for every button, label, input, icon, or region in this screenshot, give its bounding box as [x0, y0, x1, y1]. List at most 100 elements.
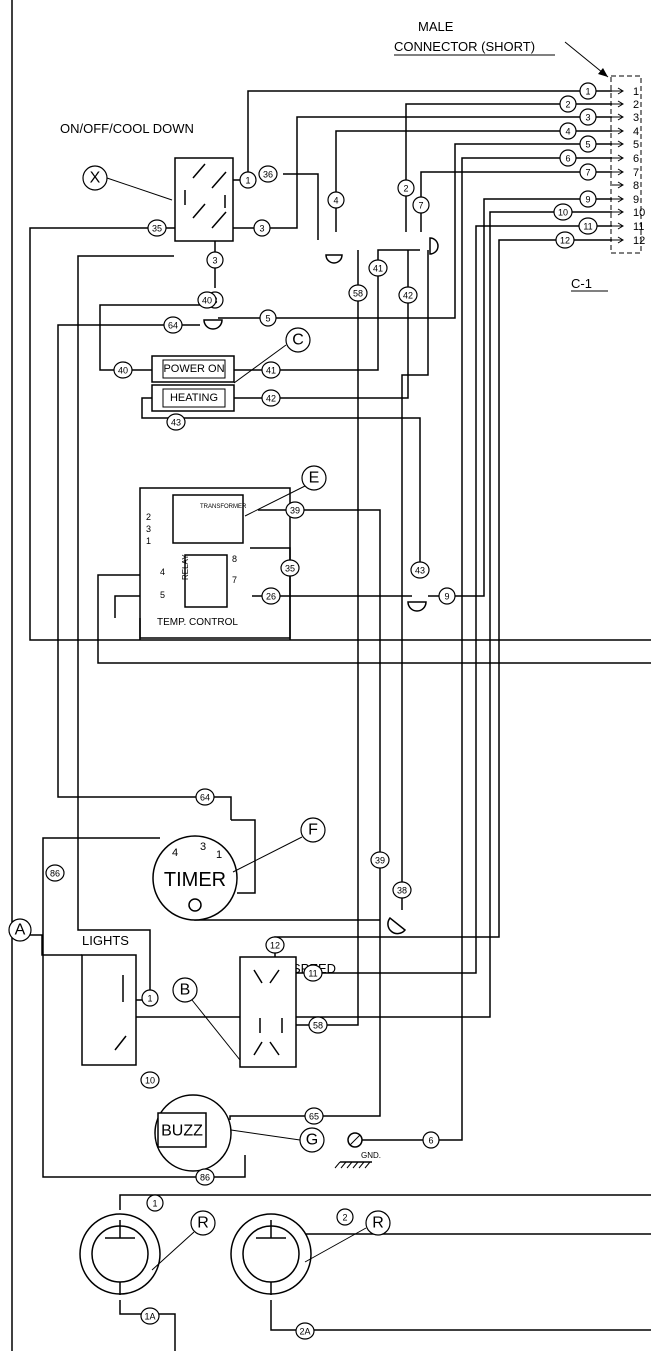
- wire-tag-58: 58: [308, 1016, 328, 1034]
- svg-text:6: 6: [428, 1136, 433, 1146]
- wire-tag-3: 3: [206, 251, 224, 269]
- wire-tag-1A: 1A: [140, 1307, 160, 1325]
- connector-pin-1: 1: [612, 86, 639, 98]
- svg-text:3: 3: [259, 224, 264, 234]
- connector-pin-10: 10: [612, 207, 645, 219]
- wire-tag-86: 86: [195, 1168, 215, 1186]
- wire-tags: 1363427353414258340645404142433935264396…: [45, 82, 598, 1340]
- svg-text:39: 39: [290, 506, 300, 516]
- svg-text:9: 9: [444, 592, 449, 602]
- callout-b-text: B: [180, 982, 191, 999]
- speed-switch[interactable]: SPEED: [239, 956, 336, 1068]
- connector-pin-3: 3: [612, 112, 639, 124]
- timer-pin-3: 3: [200, 841, 206, 853]
- svg-text:42: 42: [403, 291, 413, 301]
- svg-text:9: 9: [585, 195, 590, 205]
- connector-pin-7: 7: [612, 167, 639, 179]
- wire-tag-39: 39: [370, 851, 390, 869]
- power-on-label: POWER ON: [163, 363, 224, 375]
- svg-text:7: 7: [633, 167, 639, 179]
- svg-text:9: 9: [633, 194, 639, 206]
- svg-text:7: 7: [418, 201, 423, 211]
- callout-f-text: F: [308, 822, 318, 839]
- wire-tag-43: 43: [410, 561, 430, 579]
- svg-text:3: 3: [585, 113, 590, 123]
- wire-tag-39: 39: [285, 501, 305, 519]
- svg-text:2: 2: [633, 99, 639, 111]
- svg-text:64: 64: [200, 793, 210, 803]
- svg-text:1A: 1A: [144, 1312, 155, 1322]
- svg-text:10: 10: [145, 1076, 155, 1086]
- svg-text:1: 1: [245, 176, 250, 186]
- svg-text:11: 11: [583, 222, 592, 232]
- power-on-indicator: POWER ON: [151, 355, 235, 383]
- svg-text:12: 12: [633, 235, 645, 247]
- callout-e-text: E: [309, 470, 320, 487]
- svg-text:7: 7: [585, 168, 590, 178]
- svg-text:64: 64: [168, 321, 178, 331]
- ground-symbol: GND.: [334, 1132, 381, 1169]
- callout-c-text: C: [292, 332, 304, 349]
- wire-tag-12: 12: [265, 936, 285, 954]
- svg-text:86: 86: [200, 1173, 210, 1183]
- callout-r-2: R: [304, 1210, 391, 1263]
- wire-tag-1: 1: [239, 171, 257, 189]
- svg-text:39: 39: [375, 856, 385, 866]
- wire-tag-41: 41: [261, 361, 281, 379]
- heating-indicator: HEATING: [151, 384, 235, 412]
- tc-pin-4: 4: [160, 567, 165, 577]
- junctions: [203, 237, 439, 935]
- timer-pin-4: 4: [172, 847, 178, 859]
- buzzer-label: BUZZ: [161, 1123, 203, 1140]
- lights-label: LIGHTS: [82, 933, 129, 948]
- wire-tag-11: 11: [303, 964, 323, 982]
- callout-e: E: [244, 465, 327, 517]
- wire-tag-38: 38: [392, 881, 412, 899]
- svg-text:36: 36: [263, 170, 273, 180]
- wire-tag-64: 64: [163, 316, 183, 334]
- lights-switch[interactable]: LIGHTS: [81, 933, 137, 1066]
- svg-text:1: 1: [152, 1199, 157, 1209]
- svg-text:86: 86: [50, 869, 60, 879]
- wire-tag-5: 5: [259, 309, 277, 327]
- wire-tag-1: 1: [141, 989, 159, 1007]
- callout-a-text: A: [15, 922, 26, 939]
- wire-tag-9: 9: [579, 190, 597, 208]
- wire-tag-2: 2: [397, 179, 415, 197]
- svg-text:4: 4: [333, 196, 338, 206]
- connector-pin-9: 9: [612, 194, 639, 206]
- connector-pin-2: 2: [612, 99, 639, 111]
- onoff-switch-label: ON/OFF/COOL DOWN: [60, 121, 194, 136]
- svg-text:40: 40: [202, 296, 212, 306]
- svg-text:8: 8: [633, 180, 639, 192]
- svg-text:40: 40: [118, 366, 128, 376]
- svg-text:4: 4: [633, 126, 639, 138]
- svg-text:41: 41: [266, 366, 276, 376]
- wire-tag-41: 41: [368, 259, 388, 277]
- wire-tag-7: 7: [579, 163, 597, 181]
- wire-tag-12: 12: [555, 231, 575, 249]
- ground-label: GND.: [361, 1151, 381, 1160]
- connector-pin-12: 12: [612, 235, 645, 247]
- tc-pin-8: 8: [232, 554, 237, 564]
- onoff-switch[interactable]: ON/OFF/COOL DOWN: [60, 121, 234, 242]
- connector-id: C-1: [571, 276, 592, 291]
- svg-text:42: 42: [266, 394, 276, 404]
- connector-pin-4: 4: [612, 126, 639, 138]
- wire-tag-86: 86: [45, 864, 65, 882]
- connector-pin-8: 8: [612, 180, 639, 192]
- svg-text:58: 58: [353, 289, 363, 299]
- wire-tag-35: 35: [280, 559, 300, 577]
- wire-tag-1: 1: [579, 82, 597, 100]
- svg-text:2: 2: [403, 184, 408, 194]
- heating-label: HEATING: [170, 392, 218, 404]
- callout-x: X: [82, 165, 173, 201]
- wire-tag-4: 4: [559, 122, 577, 140]
- wire-tag-10: 10: [553, 203, 573, 221]
- svg-text:43: 43: [415, 566, 425, 576]
- svg-text:1: 1: [633, 86, 639, 98]
- tc-pin-1: 1: [146, 536, 151, 546]
- svg-text:6: 6: [633, 153, 639, 165]
- wire-tag-9: 9: [438, 587, 456, 605]
